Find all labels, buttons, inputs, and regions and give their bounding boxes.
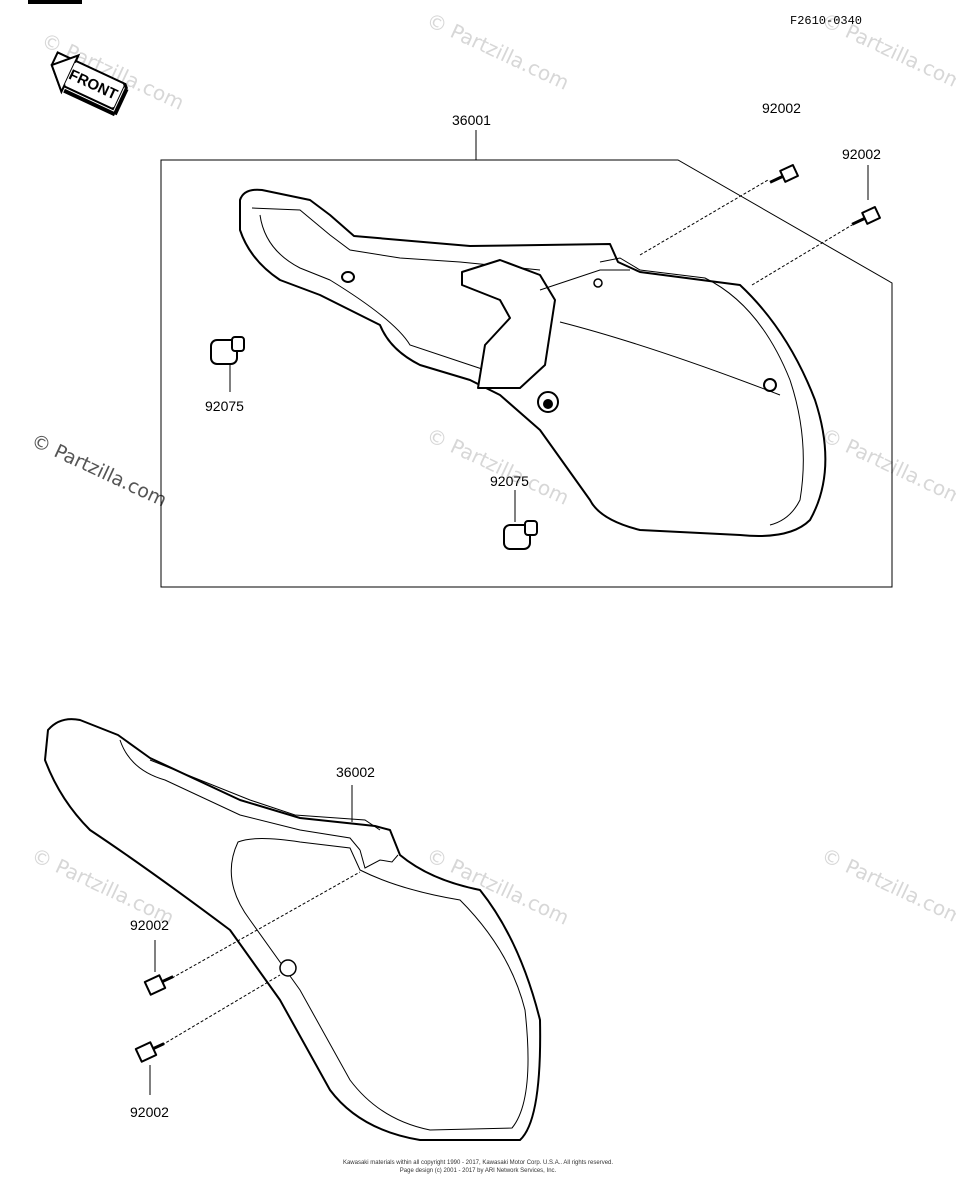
side-cover-right <box>44 718 542 1141</box>
assembly-box <box>160 159 893 588</box>
bolt-icon <box>134 1041 165 1063</box>
diagram-code: F2610-0340 <box>790 14 862 28</box>
damper-icon <box>210 336 245 365</box>
watermark: © Partzilla.com <box>818 843 956 930</box>
part-label-92075: 92075 <box>205 398 244 414</box>
side-cover-left <box>239 188 827 537</box>
watermark: © Partzilla.com <box>423 8 573 95</box>
footer-page-design: Page design (c) 2001 - 2017 by ARI Netwo… <box>400 1168 557 1174</box>
part-label-92002: 92002 <box>842 146 881 162</box>
watermark-dark: © Partzilla.com <box>28 430 170 512</box>
part-label-36002: 36002 <box>336 764 375 780</box>
part-label-92002: 92002 <box>762 100 801 116</box>
footer-copyright: Kawasaki materials within all copyright … <box>343 1160 613 1166</box>
part-label-92002: 92002 <box>130 1104 169 1120</box>
part-label-92002: 92002 <box>130 917 169 933</box>
bolt-icon <box>143 974 174 996</box>
corner-bar <box>28 0 82 4</box>
front-arrow-icon: FRONT <box>50 51 129 117</box>
watermark: © Partzilla.com <box>818 423 956 510</box>
damper-icon <box>503 520 538 550</box>
bolt-icon <box>851 206 881 226</box>
bolt-icon <box>769 164 799 184</box>
part-label-36001: 36001 <box>452 112 491 128</box>
part-label-92075: 92075 <box>490 473 529 489</box>
